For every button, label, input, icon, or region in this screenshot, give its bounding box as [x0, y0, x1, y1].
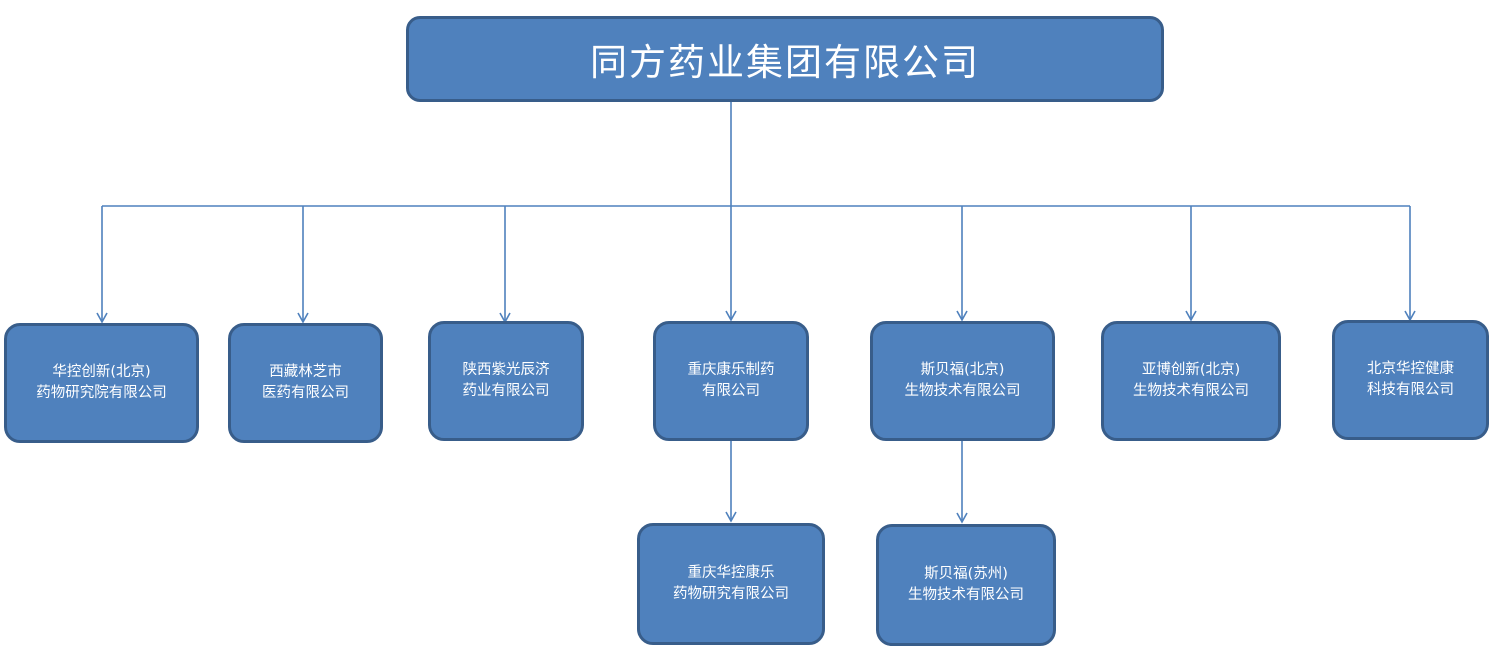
- child-3-line-2: 药业有限公司: [462, 383, 550, 399]
- child-3-line-1: 陕西紫光辰济: [462, 362, 550, 378]
- child-7-line-2: 科技有限公司: [1367, 382, 1454, 398]
- child-7-line-1: 北京华控健康: [1367, 361, 1454, 377]
- child-node-3: 陕西紫光辰济 药业有限公司: [428, 321, 584, 441]
- child-node-5: 斯贝福(北京) 生物技术有限公司: [870, 321, 1055, 441]
- child-5-line-1: 斯贝福(北京): [920, 362, 1005, 378]
- child-1-line-1: 华控创新(北京): [52, 364, 151, 380]
- child-node-2: 西藏林芝市 医药有限公司: [228, 323, 383, 443]
- child-4-line-1: 重庆康乐制药: [687, 362, 775, 378]
- root-node: 同方药业集团有限公司: [406, 16, 1164, 102]
- child-4-line-2: 有限公司: [702, 383, 760, 399]
- child-node-6: 亚博创新(北京) 生物技术有限公司: [1101, 321, 1281, 441]
- grandchild-1-line-2: 药物研究有限公司: [673, 586, 789, 602]
- child-node-1: 华控创新(北京) 药物研究院有限公司: [4, 323, 199, 443]
- grandchild-1-line-1: 重庆华控康乐: [687, 565, 775, 581]
- child-6-line-2: 生物技术有限公司: [1133, 383, 1249, 399]
- child-2-line-1: 西藏林芝市: [269, 364, 342, 380]
- root-label: 同方药业集团有限公司: [590, 41, 980, 84]
- child-5-line-2: 生物技术有限公司: [904, 383, 1021, 399]
- grandchild-2-line-1: 斯贝福(苏州): [924, 566, 1008, 582]
- grandchild-node-1: 重庆华控康乐 药物研究有限公司: [637, 523, 825, 645]
- grandchild-node-2: 斯贝福(苏州) 生物技术有限公司: [876, 524, 1056, 646]
- child-node-7: 北京华控健康 科技有限公司: [1332, 320, 1489, 440]
- child-node-4: 重庆康乐制药 有限公司: [653, 321, 809, 441]
- child-1-line-2: 药物研究院有限公司: [36, 385, 167, 401]
- grandchild-2-line-2: 生物技术有限公司: [908, 587, 1024, 603]
- child-2-line-2: 医药有限公司: [262, 385, 349, 401]
- child-6-line-1: 亚博创新(北京): [1141, 362, 1241, 378]
